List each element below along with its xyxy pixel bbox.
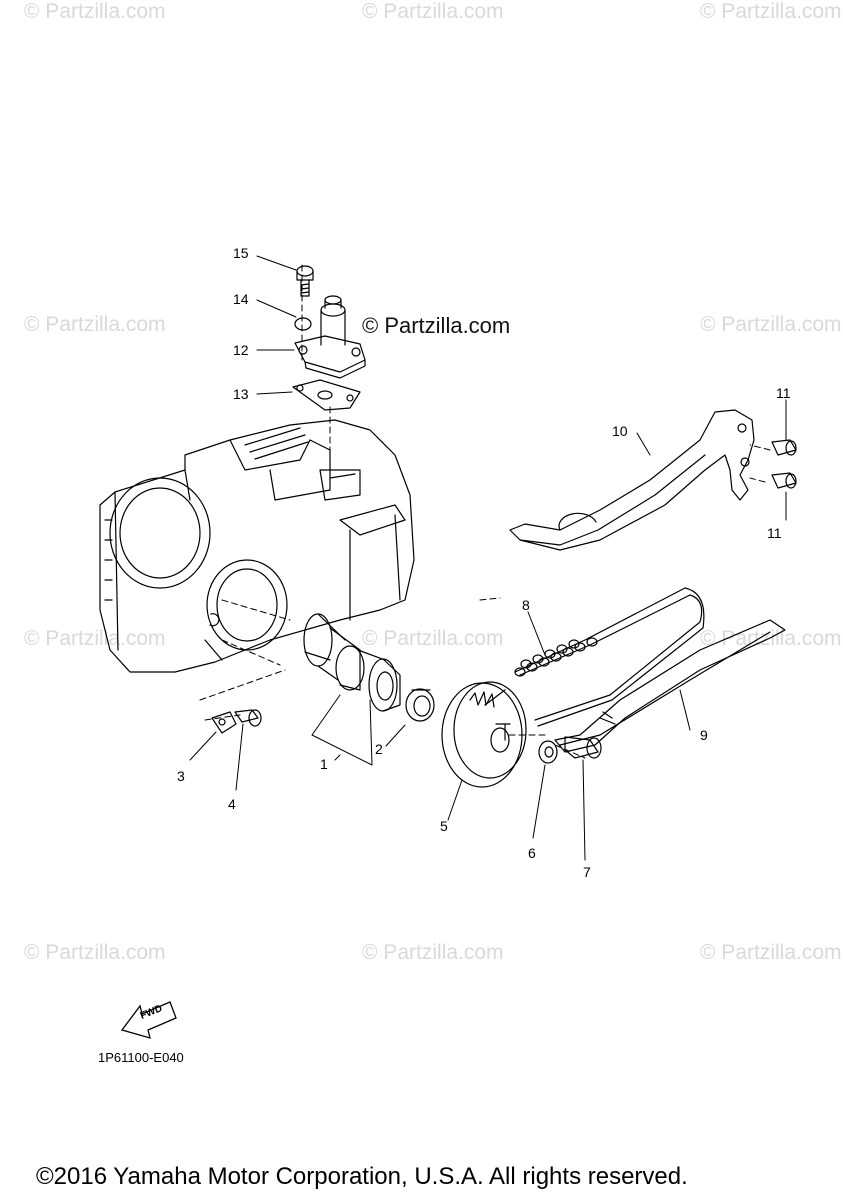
plate-bolt xyxy=(234,709,262,727)
o-ring xyxy=(294,317,312,331)
camshaft-sprocket xyxy=(441,681,527,788)
cylinder-head-outline xyxy=(99,419,415,673)
chain-guide-exhaust xyxy=(554,619,786,753)
tensioner-gasket xyxy=(292,379,361,411)
guide-bolt xyxy=(771,439,797,456)
watermark: © Partzilla.com xyxy=(24,941,166,964)
cam-chain xyxy=(484,587,705,727)
stopper-plate xyxy=(211,711,237,734)
watermark: © Partzilla.com xyxy=(700,0,842,23)
watermark: © Partzilla.com xyxy=(362,627,504,650)
diagram-code: 1P61100-E040 xyxy=(98,1050,184,1065)
callout-4: 4 xyxy=(228,796,236,812)
watermark: © Partzilla.com xyxy=(24,627,166,650)
callout-2: 2 xyxy=(375,741,383,757)
sprocket-bolt xyxy=(564,736,602,759)
tensioner-bolt xyxy=(296,265,314,297)
forward-arrow-icon xyxy=(120,1001,177,1039)
brand-watermark: © Partzilla.com xyxy=(362,313,511,338)
callout-12: 12 xyxy=(233,342,249,358)
watermark: © Partzilla.com xyxy=(700,627,842,650)
callout-7: 7 xyxy=(583,864,591,880)
callout-3: 3 xyxy=(177,768,185,784)
callout-11-top: 11 xyxy=(776,385,791,401)
callout-5: 5 xyxy=(440,818,448,834)
watermark: © Partzilla.com xyxy=(24,313,166,336)
callout-1: 1 xyxy=(320,756,328,772)
callout-9: 9 xyxy=(700,727,708,743)
guide-bolt xyxy=(771,472,797,489)
watermark: © Partzilla.com xyxy=(362,941,504,964)
callout-8: 8 xyxy=(522,597,530,613)
watermark: © Partzilla.com xyxy=(24,0,166,23)
cam-chain-tensioner xyxy=(294,295,366,379)
copyright-notice: ©2016 Yamaha Motor Corporation, U.S.A. A… xyxy=(36,1163,688,1190)
callout-11-bottom: 11 xyxy=(767,525,782,541)
callout-6: 6 xyxy=(528,845,536,861)
sprocket-washer xyxy=(538,740,558,764)
watermark: © Partzilla.com xyxy=(700,941,842,964)
chain-guide-intake xyxy=(509,409,755,551)
callout-14: 14 xyxy=(233,291,249,307)
thrust-washer xyxy=(405,688,435,722)
camshaft xyxy=(303,613,401,712)
callout-15: 15 xyxy=(233,245,249,261)
callout-10: 10 xyxy=(612,423,628,439)
watermark: © Partzilla.com xyxy=(362,0,504,23)
watermark: © Partzilla.com xyxy=(700,313,842,336)
callout-13: 13 xyxy=(233,386,249,402)
